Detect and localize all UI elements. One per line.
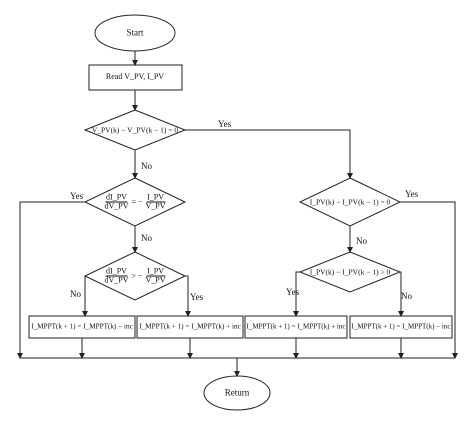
branch-yes-dv: Yes xyxy=(218,119,232,129)
action-3-label: I_MPPT(k + 1) = I_MPPT(k) + inc xyxy=(246,322,346,331)
decision-di-gt xyxy=(298,251,402,293)
branch-no-gt: No xyxy=(70,289,81,299)
edge-digt-no xyxy=(398,271,404,317)
edge-digt-yes xyxy=(293,271,300,317)
return-label: Return xyxy=(224,387,250,398)
branch-yes-di: Yes xyxy=(405,189,419,199)
read-label: Read V_PV, I_PV xyxy=(105,72,165,81)
edge-gt-yes xyxy=(185,275,191,317)
action-4-label: I_MPPT(k + 1) = I_MPPT(k) − inc xyxy=(351,322,451,331)
branch-no-di: No xyxy=(356,236,367,246)
action-2-label: I_MPPT(k + 1) = I_MPPT(k) + inc xyxy=(139,322,241,331)
edge-di-yes xyxy=(400,201,458,359)
branch-no-digt: No xyxy=(401,291,412,301)
branch-yes-gt: Yes xyxy=(190,292,204,302)
branch-no-dv: No xyxy=(141,161,152,171)
edge-eq-yes xyxy=(17,201,85,359)
branch-yes-digt: Yes xyxy=(286,287,300,297)
cond-di-zero-label: I_PV(k) − I_PV(k − 1) = 0 xyxy=(309,197,391,207)
cond-dv-zero-label: V_PV(k) − V_PV(k − 1) = 0 xyxy=(91,125,179,135)
branch-no-eq: No xyxy=(141,233,152,243)
start-label: Start xyxy=(126,27,144,38)
read-process xyxy=(88,64,183,91)
decision-didv-gt xyxy=(83,251,187,301)
cond-di-gt-label: I_PV(k) − I_PV(k − 1) > 0 xyxy=(309,267,391,277)
edge-dv-yes xyxy=(185,129,353,179)
branch-yes-eq: Yes xyxy=(70,191,84,201)
action-1-label: I_MPPT(k + 1) = I_MPPT(k) − inc xyxy=(31,322,133,331)
